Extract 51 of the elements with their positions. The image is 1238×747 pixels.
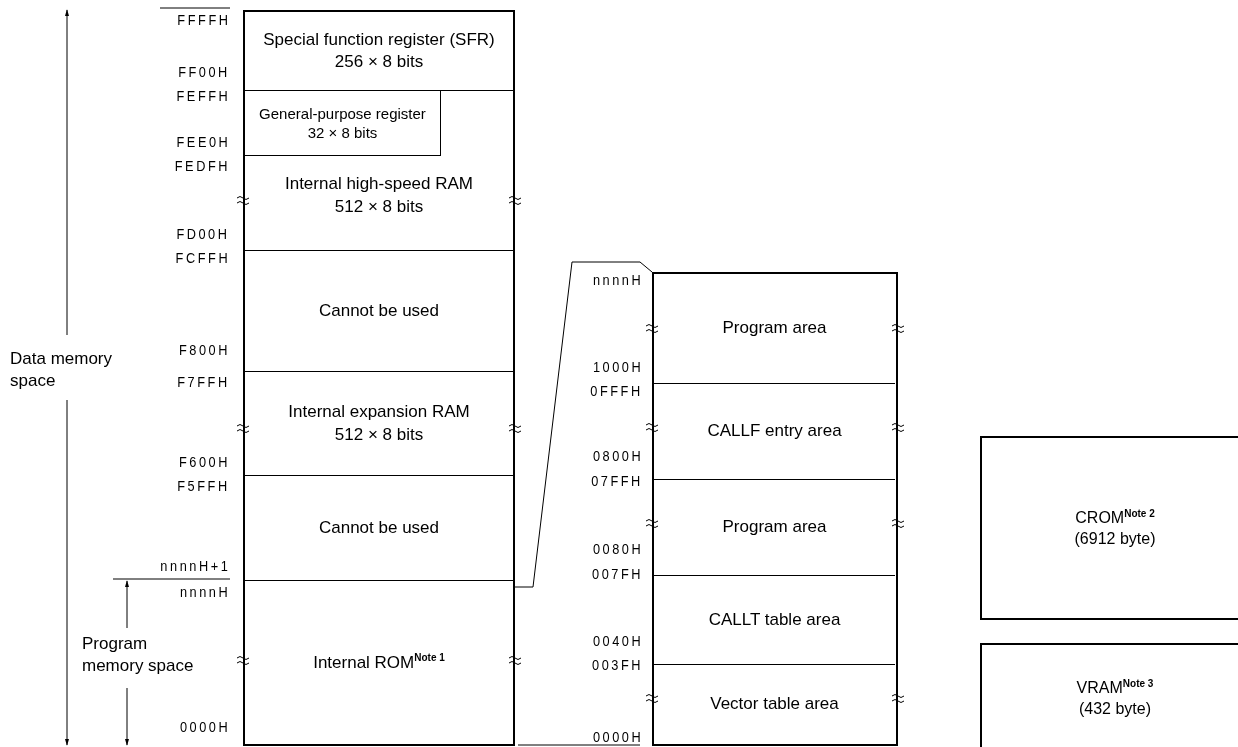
memory-region [243,10,515,90]
region-label: VRAM$^{Note 3}$ (432 byte) [1075,676,1155,719]
address-label: FF00H [178,63,230,80]
region-label: Internal ROM$^{Note 1}$ [313,651,445,674]
address-label: 0040H [592,632,643,649]
address-label: FEDFH [174,157,230,174]
expanded-memory-map-box [652,272,898,746]
address-label: FCFFH [175,249,230,266]
memory-region [243,90,515,250]
address-label: F5FFH [177,477,230,494]
address-label: FD00H [176,225,230,242]
region-label: Cannot be used [318,516,439,539]
address-label: nnnnH [592,271,643,288]
region-label: Vector table area [710,692,839,715]
memory-region [243,250,515,371]
space-label: Data memory space [10,348,114,393]
memory-region [243,475,515,580]
expansion-line [514,261,653,588]
register-block [245,91,441,156]
memory-region [243,371,515,475]
region-label: CALLT table area [708,608,841,631]
region-label: Internal expansion RAM 512 × 8 bits [287,401,471,446]
address-label: 007FH [591,565,643,582]
address-label: F800H [178,341,230,358]
address-label: 0FFFH [590,382,643,399]
address-label: F600H [178,453,230,470]
address-label: FFFFH [176,11,230,28]
region-label: CROM$^{Note 2}$ (6912 byte) [1073,506,1157,549]
address-label: nnnnH+1 [160,557,230,574]
address-label: nnnnH [179,583,230,600]
address-label: FEFFH [176,87,230,104]
region-label: Program area [722,516,827,539]
address-label: 0080H [592,540,643,557]
region-label: General-purpose register 32 × 8 bits [258,103,427,143]
region-label: Cannot be used [318,299,439,322]
address-label: 003FH [591,656,643,673]
address-label: F7FFH [177,373,230,390]
region-label: Special function register (SFR) 256 × 8 bits [262,28,496,73]
region-label: Program area [722,317,827,340]
address-label: 07FFH [591,472,643,489]
memory-block [980,643,1238,747]
region-label: Internal high-speed RAM 512 × 8 bits [283,173,474,218]
address-label: 1000H [592,358,643,375]
address-label: 0000H [592,728,643,745]
region-label: CALLF entry area [707,420,842,443]
space-label: Program memory space [82,633,195,678]
memory-region [243,580,515,746]
memory-block [980,436,1238,620]
address-label: FEE0H [176,133,230,150]
address-label: 0000H [179,718,230,735]
address-label: 0800H [592,447,643,464]
